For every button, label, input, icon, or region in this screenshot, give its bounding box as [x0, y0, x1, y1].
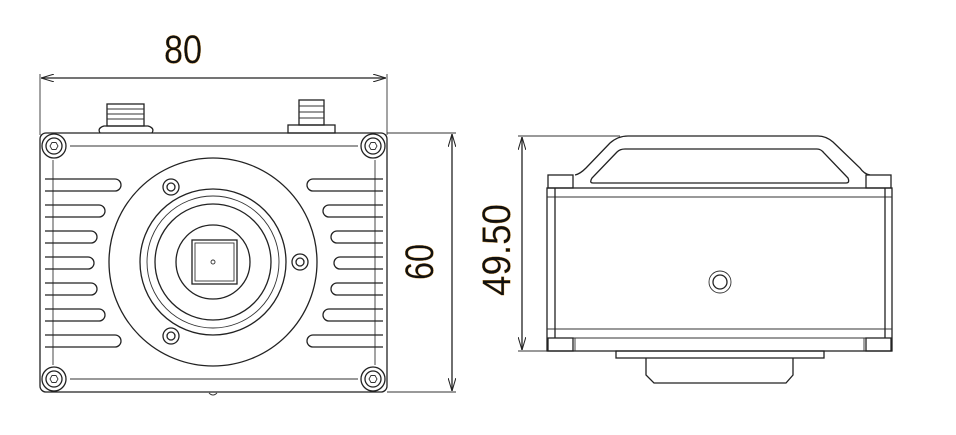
tripod-hole [708, 270, 732, 294]
sma-connector [287, 99, 336, 134]
aviation-connector [98, 103, 154, 134]
width-dimension-line [39, 74, 388, 135]
height-dimension-line [387, 132, 456, 393]
corner-bolt [41, 366, 67, 392]
width-dimension-label: 80 [164, 28, 202, 72]
side-height-dimension-label: 49.50 [475, 204, 519, 296]
cooling-fins-right [306, 178, 383, 348]
height-dimension-label: 60 [398, 244, 442, 280]
lens-mount-flange [615, 350, 825, 359]
image-sensor [191, 239, 238, 285]
camera-body-side [546, 187, 893, 352]
handle [574, 135, 871, 176]
corner-bolt [360, 366, 386, 392]
camera-body-front [39, 132, 388, 393]
corner-bolt [41, 133, 67, 159]
cooling-fins-left [45, 178, 122, 348]
front-view: 80 60 [39, 28, 456, 396]
side-height-dimension-line [518, 135, 620, 352]
lens-mount [108, 157, 318, 367]
mount-screw [162, 178, 180, 196]
mount-screw [291, 253, 309, 271]
side-view: 49.50 [475, 135, 893, 384]
lens-mount-barrel [645, 358, 794, 384]
corner-bolt [360, 133, 386, 159]
mount-screw [162, 327, 180, 345]
